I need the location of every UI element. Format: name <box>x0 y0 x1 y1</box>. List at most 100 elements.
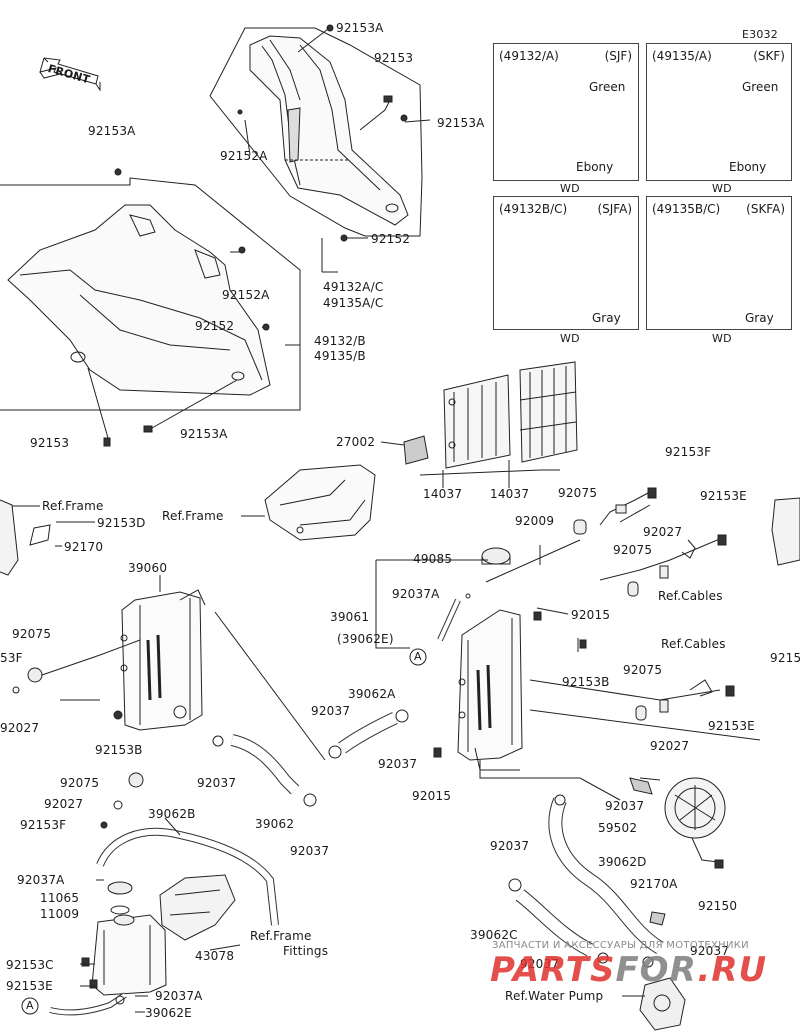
part-label: 92152 <box>371 232 411 246</box>
hose-39062c <box>515 889 594 957</box>
variant-foot: WD <box>712 332 732 345</box>
hose-39062a <box>328 709 409 759</box>
variant-foot: WD <box>712 182 732 195</box>
front-arrow-icon <box>39 57 101 92</box>
variant-color: Green <box>742 80 779 94</box>
variant-color: Gray <box>592 311 621 325</box>
part-label: 92037A <box>155 989 203 1003</box>
hose-39062b <box>96 827 279 926</box>
part-label: 92153E <box>700 489 747 503</box>
part-label: 49085 <box>413 552 453 566</box>
switch-27002 <box>403 435 429 465</box>
part-label: 92153A <box>180 427 228 441</box>
part-label: 92153 <box>374 51 414 65</box>
variant-model: (SKF) <box>753 49 785 63</box>
watermark-brand-ru: .RU <box>697 950 768 990</box>
part-label: 39062D <box>598 855 647 869</box>
part-label: 92153B <box>95 743 143 757</box>
part-label: 92027 <box>643 525 683 539</box>
diagram-code: E3032 <box>742 28 778 41</box>
variant-code: (49132/A) <box>499 49 559 63</box>
part-label: 92153A <box>336 21 384 35</box>
ref-label: Ref.Water Pump <box>505 989 604 1003</box>
part-label: 92150 <box>698 899 738 913</box>
variant-color: Ebony <box>576 160 614 174</box>
part-label: 92037 <box>290 844 330 858</box>
callout-a: A <box>414 650 422 663</box>
part-label: 59502 <box>598 821 638 835</box>
part-label: 39062 <box>255 817 295 831</box>
part-label: 92037A <box>17 873 65 887</box>
part-label: 9215 <box>770 651 800 665</box>
variant-code: (49135/A) <box>652 49 712 63</box>
part-label: 92153C <box>6 958 54 972</box>
ref-label: Fittings <box>283 944 329 958</box>
part-label: 92009 <box>515 514 555 528</box>
part-label: 92037 <box>605 799 645 813</box>
part-label: 39062E <box>145 1006 192 1020</box>
part-label: 49135/B <box>314 349 366 363</box>
radiator-right <box>457 609 523 771</box>
part-label: 92153E <box>708 719 755 733</box>
hose-39062d <box>548 797 664 955</box>
part-label: 92153A <box>88 124 136 138</box>
part-label: 43078 <box>195 949 235 963</box>
part-label: 92075 <box>60 776 100 790</box>
reservoir-bracket <box>159 874 236 941</box>
variant-box-1: (49132/A) (SJF) Green Ebony <box>493 43 639 181</box>
radiator-cap-49085 <box>481 547 511 565</box>
part-label: 49132/B <box>314 334 366 348</box>
side-shroud <box>7 204 271 396</box>
variant-box-2: (49135/A) (SKF) Green Ebony <box>646 43 792 181</box>
part-label: 11065 <box>40 891 80 905</box>
variant-color: Green <box>589 80 626 94</box>
part-label: 92153F <box>20 818 67 832</box>
part-label: 92152A <box>222 288 270 302</box>
part-label: 92153D <box>97 516 146 530</box>
part-label: 92037 <box>520 957 560 971</box>
reservoir-43078 <box>91 914 167 996</box>
part-label: 92027 <box>650 739 690 753</box>
part-label: 92037 <box>690 944 730 958</box>
variant-code: (49135B/C) <box>652 202 721 216</box>
part-label: 92027 <box>44 797 84 811</box>
part-label: 92075 <box>623 663 663 677</box>
variant-code: (49132B/C) <box>499 202 568 216</box>
part-label: 92153A <box>437 116 485 130</box>
part-label: 92015 <box>412 789 452 803</box>
radiator-guard-a <box>443 374 511 469</box>
part-label: 92037 <box>490 839 530 853</box>
variant-box-4: (49135B/C) (SKFA) Gray <box>646 196 792 330</box>
part-label: 39062B <box>148 807 196 821</box>
part-label: 92015 <box>571 608 611 622</box>
watermark-logo: PARTSFOR.RU <box>490 950 767 990</box>
part-label: 11009 <box>40 907 80 921</box>
variant-foot: WD <box>560 332 580 345</box>
part-label: 49135A/C <box>323 296 384 310</box>
ref-label: Ref.Frame <box>42 499 104 513</box>
frame-bracket-left <box>0 499 51 576</box>
radiator-left <box>120 589 206 731</box>
variant-model: (SJF) <box>604 49 632 63</box>
ref-label: Ref.Frame <box>162 509 224 523</box>
part-label: 92037 <box>378 757 418 771</box>
part-label: 92170A <box>630 877 678 891</box>
ref-label: Ref.Cables <box>661 637 726 651</box>
part-label: 92170 <box>64 540 104 554</box>
part-label: 49132A/C <box>323 280 384 294</box>
top-shroud <box>249 35 409 226</box>
part-label: 92037 <box>311 704 351 718</box>
part-label: 92152 <box>195 319 235 333</box>
part-label: 92075 <box>12 627 52 641</box>
part-label: 53F <box>0 651 23 665</box>
hose-39062 <box>212 734 317 807</box>
water-pump <box>639 977 686 1031</box>
part-label: 14037 <box>490 487 530 501</box>
part-label: 92037 <box>197 776 237 790</box>
part-label: (39062E) <box>337 632 394 646</box>
part-label: 39060 <box>128 561 168 575</box>
watermark-brand-for: FOR <box>615 950 698 990</box>
part-label: 92153 <box>30 436 70 450</box>
part-label: 39062C <box>470 928 518 942</box>
